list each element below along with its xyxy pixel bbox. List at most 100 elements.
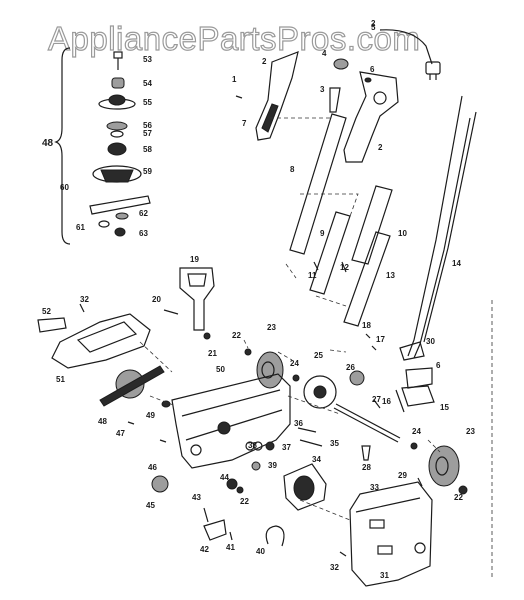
part-30-bracket[interactable] (399, 341, 425, 361)
part-14-power-cord[interactable] (407, 95, 477, 359)
part-11-screw[interactable] (313, 261, 319, 271)
part-24-washer-left[interactable] (292, 374, 300, 382)
part-42-plate[interactable] (203, 519, 227, 541)
part-1-screw[interactable] (235, 95, 243, 99)
label-57: 57 (143, 129, 152, 138)
part-46-screw[interactable] (159, 439, 167, 443)
part-22-axle-nut-left[interactable] (244, 348, 252, 356)
part-40-spring[interactable] (265, 525, 285, 547)
part-19-front-handle[interactable] (179, 267, 215, 331)
part-12-screw[interactable] (341, 261, 347, 273)
label-23-right: 23 (466, 427, 475, 436)
label-16: 16 (382, 397, 391, 406)
part-32-screw-bottom[interactable] (339, 551, 347, 557)
part-39-nut[interactable] (251, 461, 261, 471)
part-59-fan[interactable] (92, 165, 142, 183)
label-24-left: 24 (290, 359, 299, 368)
part-6-screw-top[interactable] (364, 77, 372, 83)
label-55: 55 (143, 98, 152, 107)
label-11: 11 (308, 271, 317, 280)
part-4-switch[interactable] (333, 58, 349, 70)
part-55-bracket[interactable] (98, 94, 136, 110)
part-21-nut[interactable] (203, 332, 211, 340)
part-5-cord[interactable] (379, 29, 441, 80)
part-15-switch-box[interactable] (395, 385, 435, 413)
part-29-screw[interactable] (417, 477, 423, 487)
part-18-screw[interactable] (365, 333, 371, 339)
part-48-blade-assembly[interactable] (99, 365, 165, 407)
label-41: 41 (226, 543, 235, 552)
part-54-nut[interactable] (111, 77, 125, 89)
label-23-left: 23 (267, 323, 276, 332)
part-27-drive-shaft[interactable] (333, 403, 401, 443)
label-63: 63 (139, 229, 148, 238)
part-3-trigger[interactable] (329, 87, 341, 113)
part-28-pin[interactable] (361, 445, 371, 461)
part-23-wheel-right[interactable] (428, 445, 460, 487)
label-45: 45 (146, 501, 155, 510)
part-58-bearing[interactable] (107, 142, 127, 156)
part-36-pin[interactable] (297, 427, 317, 433)
part-47-screw[interactable] (127, 421, 135, 425)
part-61-bolt[interactable] (98, 220, 110, 228)
part-22-axle-nut-right[interactable] (458, 485, 468, 495)
part-50-main-housing[interactable] (171, 373, 291, 469)
part-53-bolt[interactable] (113, 51, 123, 70)
group-label: 48 (42, 138, 54, 149)
label-9: 9 (320, 229, 325, 238)
part-37-washer[interactable] (265, 441, 275, 451)
part-23-wheel-left[interactable] (256, 351, 284, 389)
part-51-shield[interactable] (51, 313, 151, 369)
part-20-screw[interactable] (163, 309, 179, 315)
part-17-screw[interactable] (371, 345, 377, 351)
label-53: 53 (143, 55, 152, 64)
part-63-nut[interactable] (114, 227, 126, 237)
wheel-leaders (243, 339, 347, 361)
part-60-blade[interactable] (89, 195, 151, 215)
part-10-tube[interactable] (351, 185, 393, 265)
label-14: 14 (452, 259, 461, 268)
part-32-screw-left[interactable] (79, 303, 85, 313)
label-61: 61 (76, 223, 85, 232)
label-60: 60 (60, 183, 69, 192)
part-44-nut[interactable] (226, 478, 238, 490)
part-45-wheel-cap[interactable] (151, 475, 169, 493)
part-22-nut-bottom[interactable] (236, 486, 244, 494)
part-6-clamp[interactable] (405, 367, 433, 389)
part-41-screw[interactable] (229, 531, 233, 541)
label-32-bottom: 32 (330, 563, 339, 572)
label-26: 26 (346, 363, 355, 372)
label-50: 50 (216, 365, 225, 374)
part-24-washer-right[interactable] (410, 442, 418, 450)
part-26-knob[interactable] (349, 370, 365, 386)
part-43-bolt[interactable] (203, 507, 209, 523)
label-2-right: 2 (378, 143, 383, 152)
part-62-washer[interactable] (115, 212, 129, 220)
part-9-tube[interactable] (309, 211, 351, 295)
label-10: 10 (398, 229, 407, 238)
part-33-31-motor-cover[interactable] (349, 481, 433, 587)
label-21: 21 (208, 349, 217, 358)
part-57-washer[interactable] (110, 130, 124, 138)
assembly-leaders (139, 300, 493, 580)
part-13-lower-tube[interactable] (343, 231, 391, 327)
group-brace (54, 47, 71, 245)
part-35-pin[interactable] (299, 439, 323, 447)
label-33: 33 (370, 483, 379, 492)
label-5: 2 (371, 19, 376, 28)
part-2-right-handle-half[interactable] (343, 71, 399, 163)
part-38-bushing[interactable] (253, 441, 263, 451)
label-1: 1 (232, 75, 237, 84)
part-56-washer[interactable] (106, 121, 128, 131)
label-12: 12 (340, 263, 349, 272)
label-6-top: 6 (370, 65, 375, 74)
part-34-motor[interactable] (283, 463, 327, 511)
label-36: 36 (294, 419, 303, 428)
part-52-guard-strip[interactable] (37, 317, 67, 333)
part-8-upper-tube[interactable] (289, 113, 347, 255)
label-49: 49 (146, 411, 155, 420)
label-8: 8 (290, 165, 295, 174)
part-16-lever[interactable] (373, 399, 381, 409)
part-25-gear-housing[interactable] (303, 375, 337, 409)
